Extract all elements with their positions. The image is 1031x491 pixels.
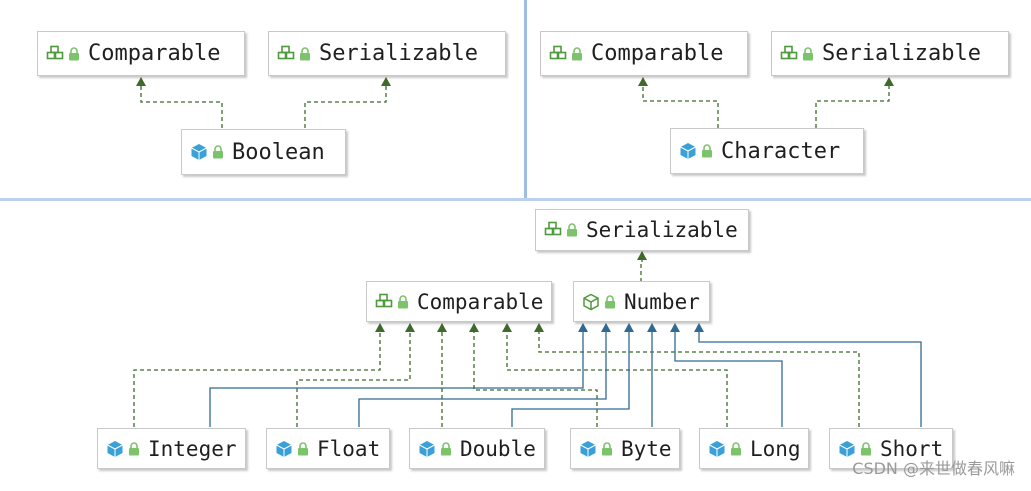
node-label: Character xyxy=(721,138,841,164)
arrowhead xyxy=(405,323,415,332)
edge-short-comparable xyxy=(538,332,860,427)
node-serializable[interactable]: Serializable xyxy=(771,31,1009,76)
node-number[interactable]: Number xyxy=(573,281,710,322)
class-icon xyxy=(580,440,596,457)
arrowhead xyxy=(381,77,391,86)
lock-icon xyxy=(861,441,871,455)
arrowhead xyxy=(136,77,146,86)
arrowhead xyxy=(601,323,611,332)
interface-icon xyxy=(549,45,567,59)
edge-byte-comparable xyxy=(473,332,598,427)
arrowhead xyxy=(624,323,634,332)
arrowhead xyxy=(638,77,648,86)
node-float[interactable]: Float xyxy=(266,428,390,469)
node-label: Boolean xyxy=(232,139,325,165)
arrowhead xyxy=(375,323,385,332)
arrowhead xyxy=(437,323,447,332)
interface-icon xyxy=(544,221,562,236)
lock-icon xyxy=(213,145,223,159)
edge-long-number xyxy=(674,332,783,427)
lock-icon xyxy=(731,441,741,455)
arrowhead xyxy=(647,323,657,332)
node-comparable[interactable]: Comparable xyxy=(366,281,552,322)
node-label: Number xyxy=(624,289,700,314)
node-integer[interactable]: Integer xyxy=(97,428,246,469)
edge-double-number xyxy=(511,332,630,427)
node-comparable[interactable]: Comparable xyxy=(540,31,748,76)
interface-icon xyxy=(780,45,798,59)
edge-number-serializable xyxy=(640,258,643,282)
lock-icon xyxy=(567,223,577,237)
node-boolean[interactable]: Boolean xyxy=(181,129,346,175)
lock-icon xyxy=(129,441,139,455)
edge-float-comparable xyxy=(296,332,411,427)
node-serializable[interactable]: Serializable xyxy=(268,31,506,76)
arrowhead xyxy=(578,323,588,332)
interface-icon xyxy=(277,45,295,59)
node-label: Double xyxy=(460,436,536,461)
node-long[interactable]: Long xyxy=(699,428,809,469)
edge-boolean-serializable xyxy=(304,86,387,128)
lock-icon xyxy=(602,441,612,455)
class-icon xyxy=(680,143,696,159)
class-icon xyxy=(276,440,292,457)
edge-short-number xyxy=(698,332,922,427)
node-label: Float xyxy=(317,436,381,461)
edge-integer-comparable xyxy=(133,332,381,427)
node-label: Serializable xyxy=(586,218,738,242)
edge-boolean-comparable xyxy=(140,86,223,128)
node-serializable[interactable]: Serializable xyxy=(535,209,749,251)
arrowhead xyxy=(502,323,512,332)
class-icon xyxy=(107,440,123,457)
watermark: CSDN @来世做春风嘛 xyxy=(852,459,1015,478)
node-label: Serializable xyxy=(822,41,981,66)
class-icon xyxy=(709,440,725,457)
horizontal-divider xyxy=(0,198,1031,201)
edge-integer-number xyxy=(209,332,584,427)
node-label: Serializable xyxy=(319,41,478,66)
lock-icon xyxy=(702,144,712,158)
interface-icon xyxy=(46,45,64,59)
lock-icon xyxy=(441,441,451,455)
arrowhead xyxy=(670,323,680,332)
node-character[interactable]: Character xyxy=(670,128,864,174)
arrowhead xyxy=(534,323,544,332)
lock-icon xyxy=(398,294,408,308)
interface-icon xyxy=(375,293,393,307)
abstract-class-icon xyxy=(583,293,599,310)
node-label: Comparable xyxy=(591,41,724,66)
node-comparable[interactable]: Comparable xyxy=(37,31,245,76)
class-icon xyxy=(191,144,207,160)
edge-long-comparable xyxy=(506,332,728,427)
arrowhead xyxy=(884,77,894,86)
node-label: Comparable xyxy=(88,41,221,66)
edge-character-comparable xyxy=(642,86,719,128)
lock-icon xyxy=(605,294,615,308)
arrowheads xyxy=(136,77,894,332)
class-icon xyxy=(419,440,435,457)
edge-character-serializable xyxy=(815,86,890,128)
node-byte[interactable]: Byte xyxy=(570,428,680,469)
edge-float-number xyxy=(358,332,607,427)
vertical-divider xyxy=(524,0,527,198)
class-icon xyxy=(839,440,855,457)
lock-icon xyxy=(298,441,308,455)
node-label: Short xyxy=(880,436,944,461)
arrowhead xyxy=(694,323,704,332)
node-label: Long xyxy=(750,436,801,461)
arrowhead xyxy=(637,251,647,260)
node-short[interactable]: Short xyxy=(829,428,953,469)
lock-icon xyxy=(300,46,310,60)
node-label: Integer xyxy=(148,436,237,461)
node-label: Byte xyxy=(621,436,672,461)
arrowhead xyxy=(469,323,479,332)
lock-icon xyxy=(803,46,813,60)
lock-icon xyxy=(69,46,79,60)
lock-icon xyxy=(572,46,582,60)
node-double[interactable]: Double xyxy=(409,428,545,469)
node-label: Comparable xyxy=(417,289,544,314)
